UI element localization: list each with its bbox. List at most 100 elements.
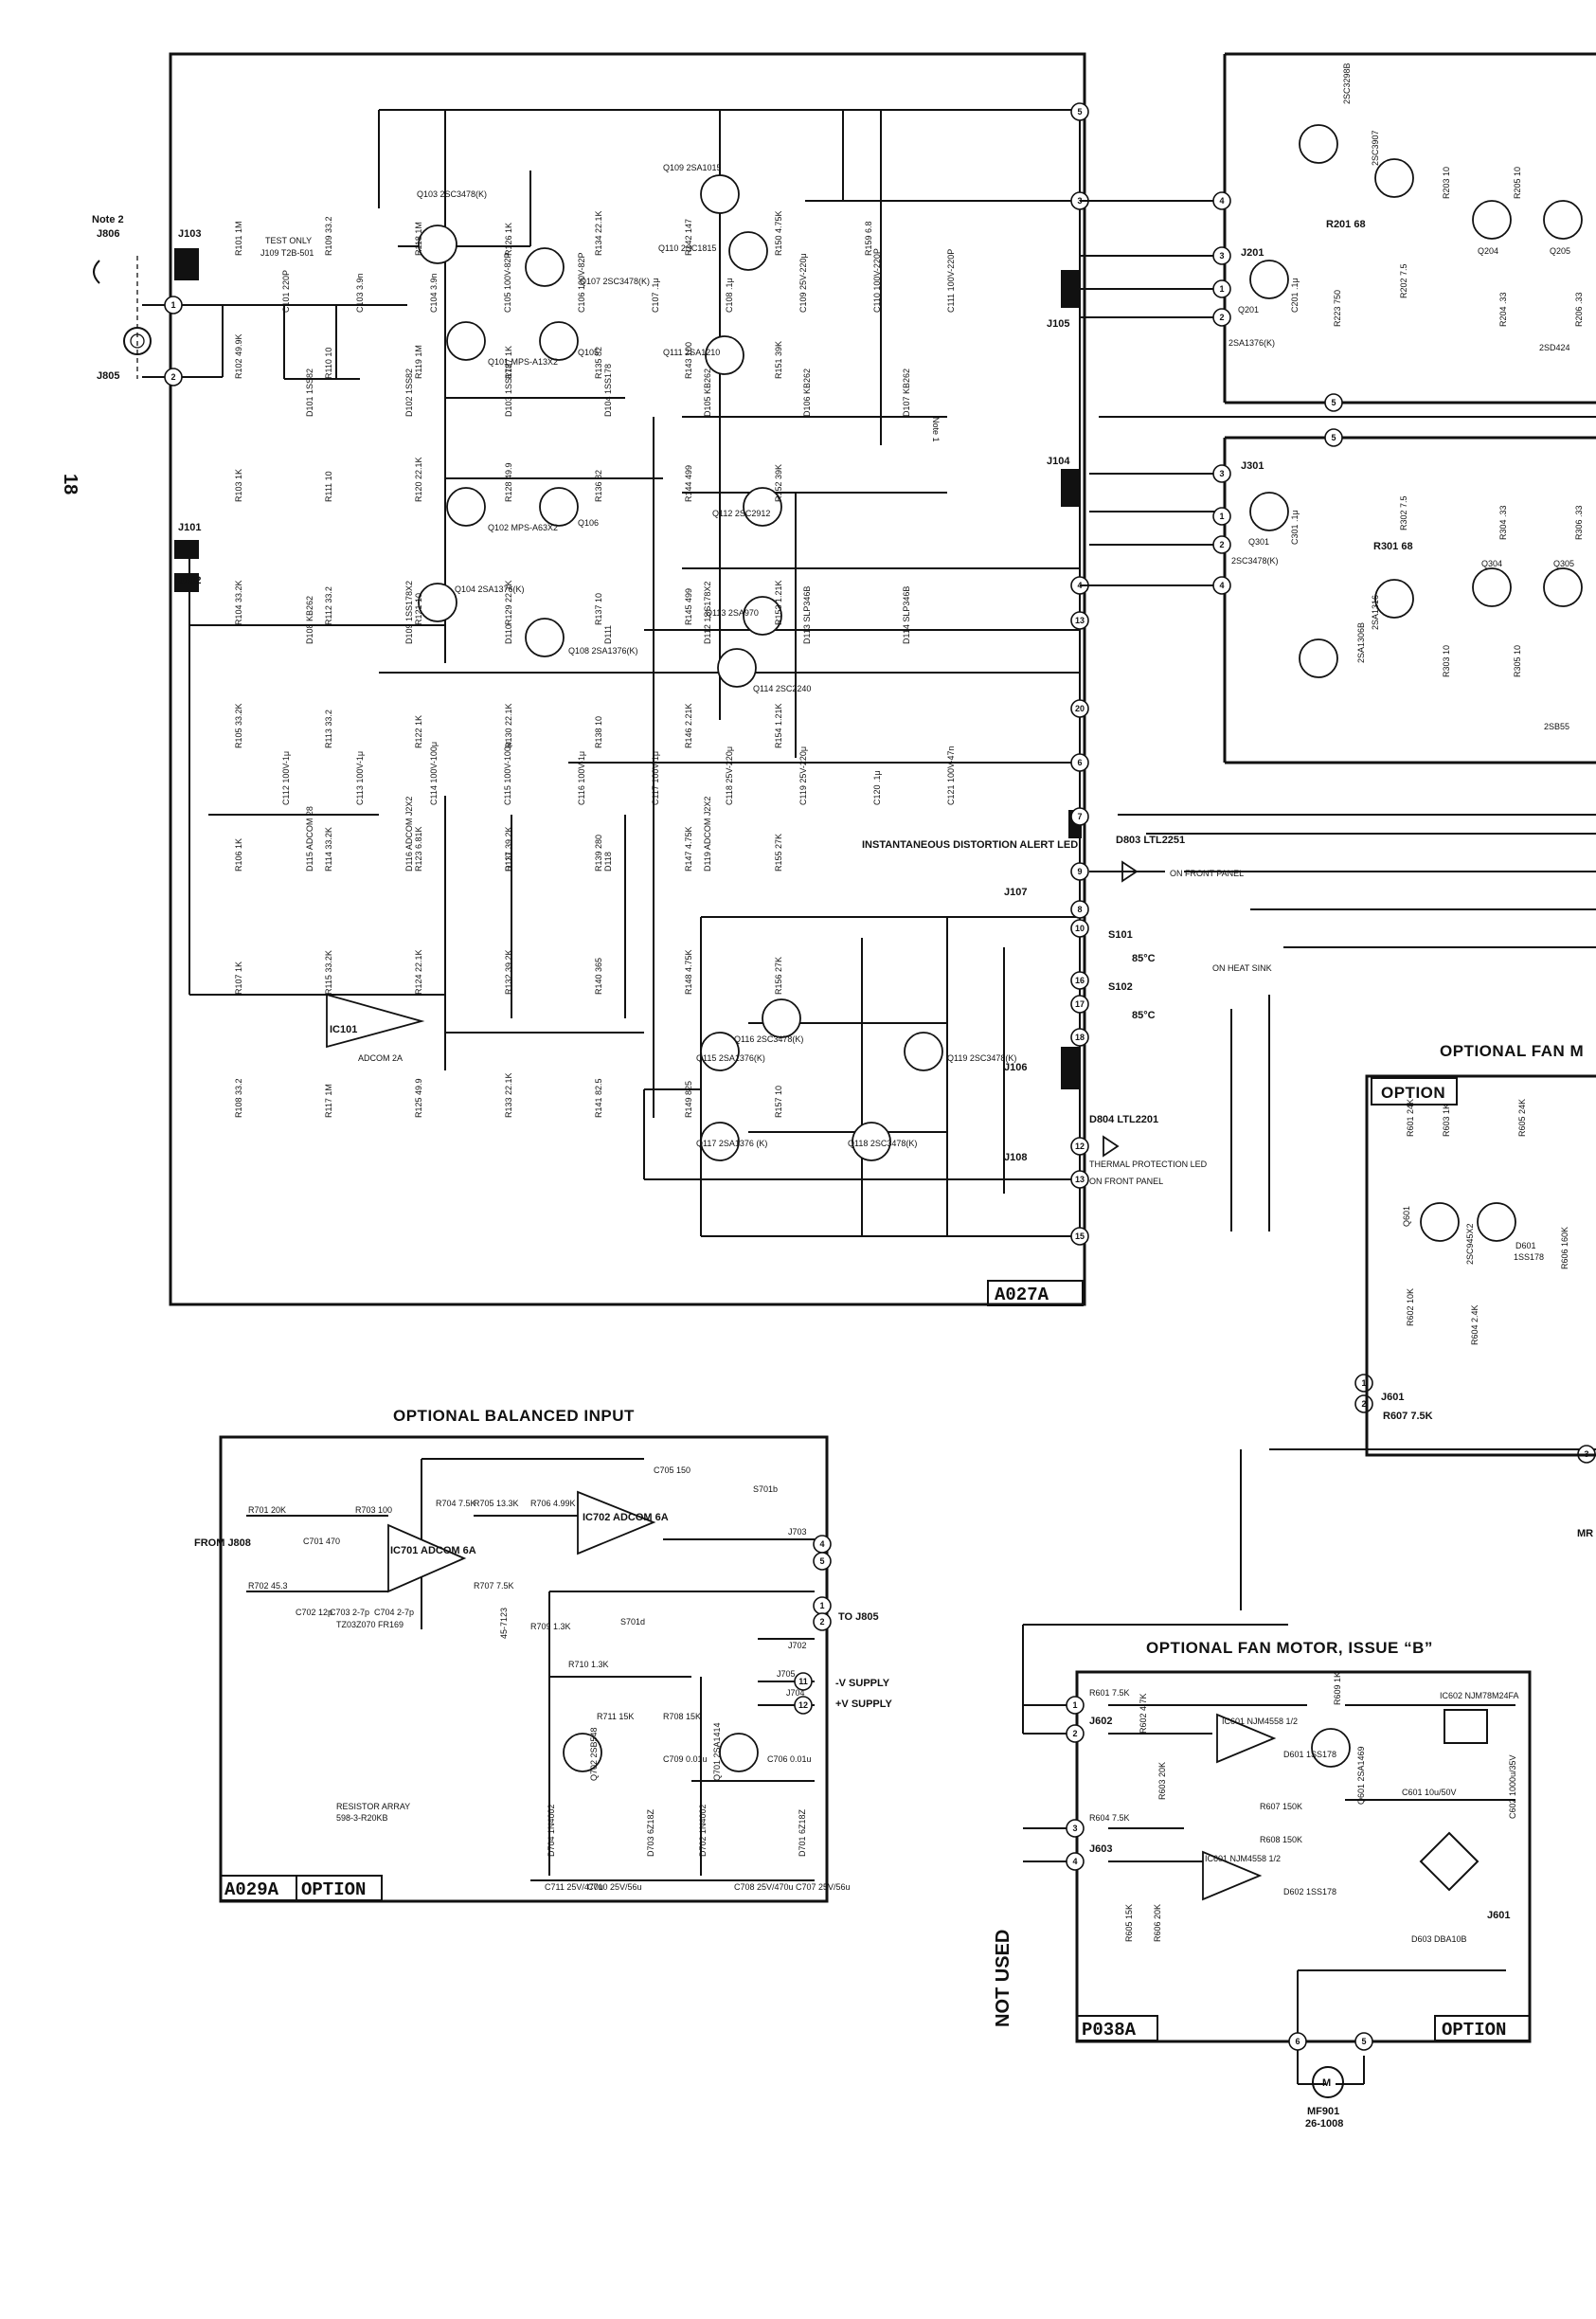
transistor-label-q109: Q109 2SA1015 xyxy=(663,163,722,172)
transistor-label-q108: Q108 2SA1376(K) xyxy=(568,646,638,656)
diode-label-d101: D101 1SS82 xyxy=(305,369,314,417)
motor-ref: MF901 xyxy=(1307,2106,1339,2117)
d701-label: D701 6Z18Z xyxy=(798,1808,807,1857)
c201-label: C201 .1μ xyxy=(1290,278,1300,313)
svg-text:13: 13 xyxy=(1075,616,1085,625)
resistor-label-r150: R150 4.75K xyxy=(774,210,783,256)
svg-text:4: 4 xyxy=(1219,196,1224,206)
transistor-q602-fan xyxy=(1477,1202,1516,1242)
resistor-label-r127: R127 1K xyxy=(504,346,513,379)
d703-label: D703 6Z18Z xyxy=(646,1808,655,1857)
ic101-label: IC101 xyxy=(330,1024,357,1035)
svg-text:6: 6 xyxy=(1295,2037,1300,2046)
resistor-label-r122: R122 1K xyxy=(414,715,423,748)
transistor-label-q104: Q104 2SA1376(K) xyxy=(455,584,525,594)
r303-label: R303 10 xyxy=(1442,645,1451,677)
transistor-q108 xyxy=(525,618,565,657)
resistor-label-r146: R146 2.21K xyxy=(684,703,693,748)
balanced-resistor-r706: R706 4.99K xyxy=(530,1499,576,1508)
switch-s102: S102 xyxy=(1108,981,1133,993)
transistor-label-q113: Q113 2SA970 xyxy=(706,608,759,618)
not-used-label: NOT USED xyxy=(993,1930,1013,2027)
transistor-q112 xyxy=(743,596,782,636)
transistor-q103 xyxy=(418,225,457,264)
diode-label-d109: D109 1SS178X2 xyxy=(404,581,414,644)
resistor-label-r101: R101 1M xyxy=(234,221,243,256)
option-tag-a029a-box xyxy=(296,1875,383,1901)
q304-label: Q304 xyxy=(1481,559,1502,568)
diode-label-d114: D114 SLP346B xyxy=(902,586,911,644)
transistor-label-q107: Q107 2SC3478(K) xyxy=(580,277,650,286)
option-tag: OPTION xyxy=(1381,1084,1445,1102)
balanced-capacitor-c706: C706 0.01u xyxy=(767,1754,812,1764)
diode-label-d113: D113 SLP346B xyxy=(802,586,812,644)
svg-text:4: 4 xyxy=(1072,1857,1077,1866)
r607-fan: R607 7.5K xyxy=(1383,1411,1433,1422)
diode-label-d105: D105 KB262 xyxy=(703,369,712,417)
r304-label: R304 .33 xyxy=(1498,505,1508,540)
svg-text:9: 9 xyxy=(1077,867,1082,876)
resistor-label-r155: R155 27K xyxy=(774,834,783,872)
test-only-label: TEST ONLY xyxy=(265,236,312,245)
diode-label-d104: D104 1SS178 xyxy=(603,364,613,417)
resistor-label-r140: R140 365 xyxy=(594,958,603,995)
balanced-capacitor-c707: C707 25V/56u xyxy=(796,1882,851,1892)
fan-motor-symbol xyxy=(1312,2066,1344,2098)
svg-text:6: 6 xyxy=(1077,758,1082,767)
resistor-label-r136: R136 82 xyxy=(594,470,603,502)
balanced-resistor-r704: R704 7.5K xyxy=(436,1499,476,1508)
resistor-label-r102: R102 49.9K xyxy=(234,333,243,379)
resistor-label-r142: R142 147 xyxy=(684,219,693,256)
r306-label: R306 .33 xyxy=(1574,505,1584,540)
transistor-q114 xyxy=(743,487,782,527)
transistor-q601-fan xyxy=(1420,1202,1460,1242)
transistor-q116 xyxy=(700,1122,740,1161)
balanced-capacitor-c704: C704 2-7p xyxy=(374,1608,414,1617)
r301-label: R301 68 xyxy=(1373,541,1413,552)
temp-label-2: 85°C xyxy=(1132,1010,1156,1021)
diode-label-d115: D115 ADCOM 28 xyxy=(305,806,314,872)
resistor-label-r131: R131 39.2K xyxy=(504,826,513,872)
transistor-q111 xyxy=(728,231,768,271)
q303-label: 2SA1316 xyxy=(1371,595,1380,630)
thermal-led-part: D804 LTL2201 xyxy=(1089,1114,1158,1125)
transistor-label-q112: Q112 2SC2912 xyxy=(712,509,770,518)
resistor-label-r145: R145 499 xyxy=(684,588,693,625)
transistor-label-q101: Q101 MPS-A13X2 xyxy=(488,357,558,367)
r205-label: R205 10 xyxy=(1513,167,1522,199)
svg-text:1: 1 xyxy=(1072,1700,1077,1710)
diode-label-d107: D107 KB262 xyxy=(902,369,911,417)
svg-text:12: 12 xyxy=(798,1700,808,1710)
balanced-input-title: OPTIONAL BALANCED INPUT xyxy=(393,1407,635,1425)
resistor-label-r134: R134 22.1K xyxy=(594,210,603,256)
capacitor-label-c106: C106 100V-82P xyxy=(577,252,586,313)
transistor-q107 xyxy=(525,247,565,287)
switch-s101: S101 xyxy=(1108,929,1133,941)
transistor-label-q117: Q117 2SA1376 (K) xyxy=(696,1139,767,1148)
connector-j101-label: J101 xyxy=(178,522,201,533)
resistor-label-r143: R143 100 xyxy=(684,342,693,379)
transistor-q119 xyxy=(904,1032,943,1071)
q601-motor-label: Q601 2SA1469 xyxy=(1356,1746,1366,1805)
to-j805: TO J805 xyxy=(838,1611,879,1623)
opamp-ic101 xyxy=(326,993,425,1049)
resistor-label-r112: R112 33.2 xyxy=(324,586,333,625)
board-tag-a029a: A029A xyxy=(224,1879,279,1900)
transistor-q110 xyxy=(717,648,757,688)
transistor-q113 xyxy=(705,335,744,375)
resistor-label-r107: R107 1K xyxy=(234,962,243,995)
opamp-ic601a xyxy=(1216,1713,1277,1764)
svg-text:12: 12 xyxy=(1075,1142,1085,1151)
balanced-resistor-r707: R707 7.5K xyxy=(474,1581,514,1591)
board-tag-p038a-box xyxy=(1076,2015,1158,2041)
c602-label: C602 1000u/35V xyxy=(1508,1754,1517,1819)
r305-label: R305 10 xyxy=(1513,645,1522,677)
note2-label: Note 2 xyxy=(92,214,124,225)
svg-text:2: 2 xyxy=(170,372,175,382)
capacitor-label-c117: C117 100V-1μ xyxy=(651,751,660,805)
balanced-resistor-r711: R711 15K xyxy=(597,1712,634,1721)
svg-text:1: 1 xyxy=(1219,284,1224,294)
